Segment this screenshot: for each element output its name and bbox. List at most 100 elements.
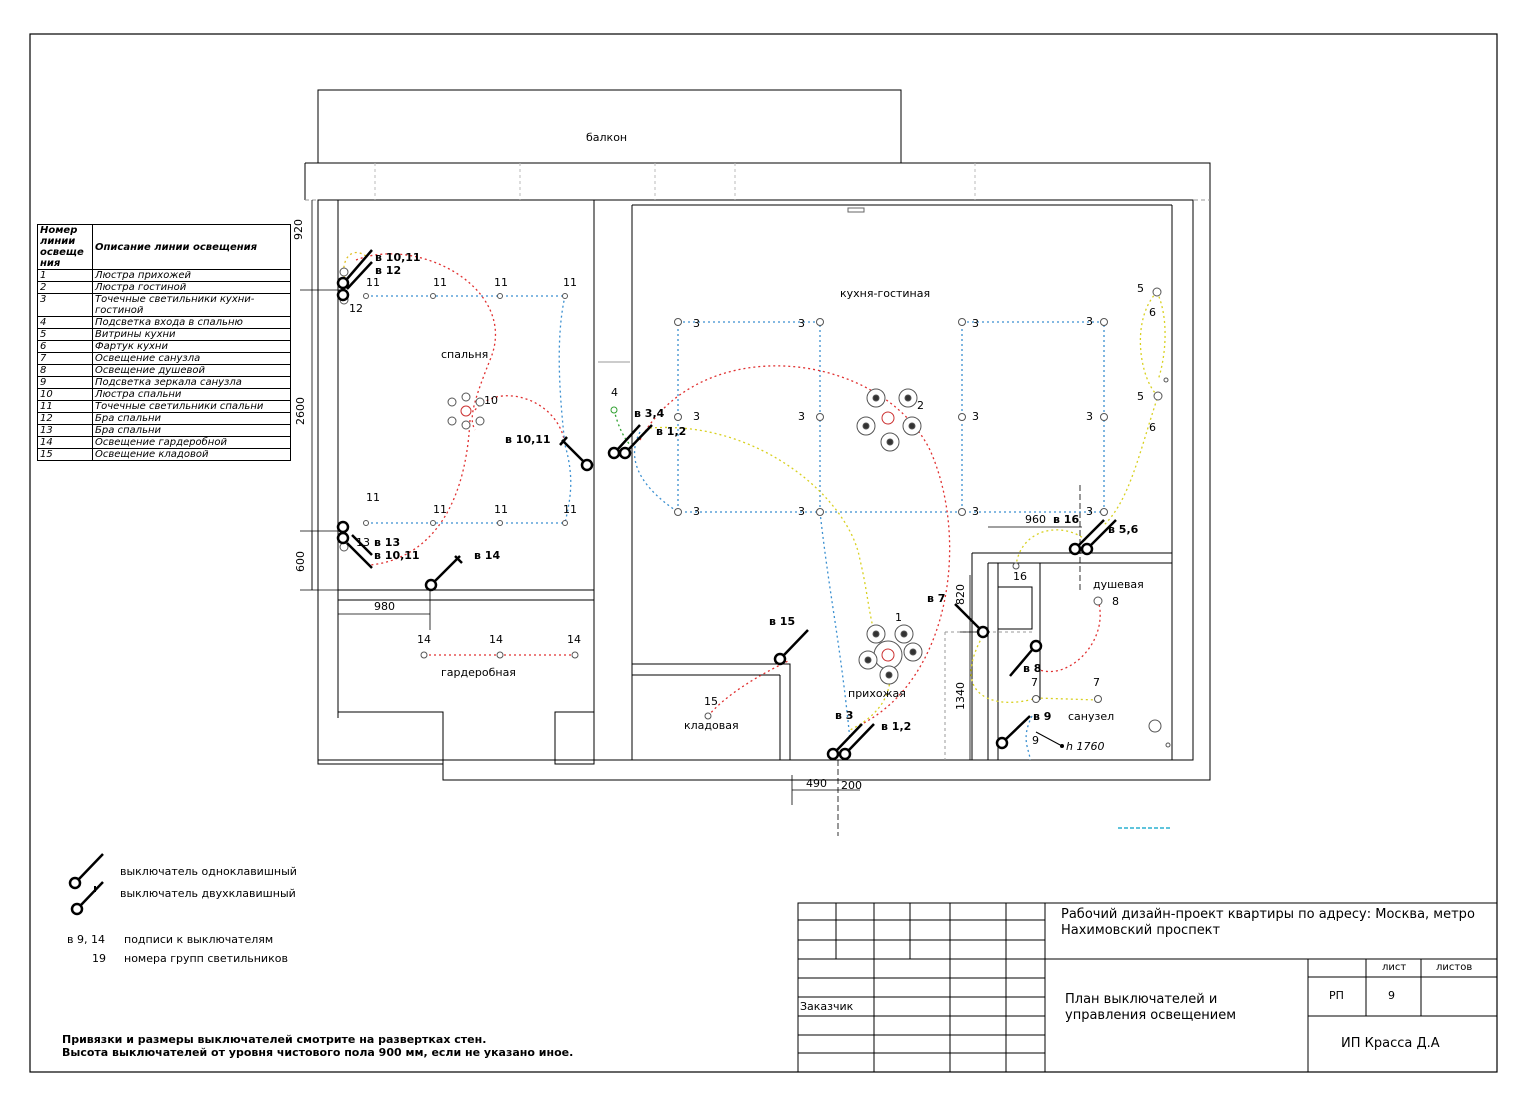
mirror-height-dot <box>1060 744 1064 748</box>
switch-storage-15 <box>773 629 809 666</box>
line-number-cell: 2 <box>37 281 93 294</box>
line-number-cell: 11 <box>37 400 93 413</box>
switch-label-9: в 9 <box>1033 710 1052 723</box>
sheet-title-line-1: План выключателей и <box>1065 992 1218 1007</box>
line-number-cell: 13 <box>37 424 93 437</box>
line-description-cell: Освещение санузла <box>92 352 291 365</box>
table-header-row: Номер линии освеще ния Описание линии ос… <box>37 224 291 270</box>
switch-bedroom-bottom-13 <box>336 520 373 569</box>
author-name: ИП Красса Д.А <box>1341 1036 1440 1051</box>
line-number-cell: 3 <box>37 293 93 317</box>
dimension-980: 980 <box>374 600 395 613</box>
group-number: 15 <box>704 695 718 708</box>
switch-label-5-6: в 5,6 <box>1108 523 1139 536</box>
stage-code: РП <box>1329 989 1344 1002</box>
switch-shower-8 <box>1009 639 1043 677</box>
sheets-header: листов <box>1436 962 1473 973</box>
line-number-cell: 12 <box>37 412 93 425</box>
group-number: 11 <box>563 503 577 516</box>
mirror-height-leader <box>1035 731 1063 747</box>
group-number: 11 <box>366 491 380 504</box>
line-description-cell: Витрины кухни <box>92 328 291 341</box>
legend-group-sample: 19 <box>92 952 106 965</box>
group-number: 11 <box>433 276 447 289</box>
dimension-1340: 1340 <box>954 682 967 710</box>
switch-corridor-3-4 <box>607 424 653 460</box>
switch-label-10-11-mid: в 10,11 <box>505 433 551 446</box>
line-description-cell: Люстра спальни <box>92 388 291 401</box>
line-description-cell: Фартук кухни <box>92 340 291 353</box>
line-number-cell: 15 <box>37 448 93 461</box>
switch-bedroom-top-12 <box>336 288 350 302</box>
group-number: 9 <box>1032 734 1039 747</box>
switch-label-3: в 3 <box>835 709 854 722</box>
room-label-hallway: прихожая <box>848 687 906 700</box>
switch-label-12: в 12 <box>375 264 402 277</box>
room-label-balcony: балкон <box>586 131 628 144</box>
line-description-cell: Подсветка входа в спальню <box>92 316 291 329</box>
dimension-960: 960 <box>1025 513 1046 526</box>
note-line-2: Высота выключателей от уровня чистового … <box>62 1046 574 1059</box>
line-number-cell: 6 <box>37 340 93 353</box>
table-header-number: Номер линии освеще ния <box>37 224 93 270</box>
line-description-cell: Люстра прихожей <box>92 269 291 282</box>
room-label-kitchen-living: кухня-гостиная <box>840 287 931 300</box>
sheet-frame <box>29 33 1498 1073</box>
sheet-number: 9 <box>1388 989 1395 1002</box>
group-number: 11 <box>563 276 577 289</box>
note-line-1: Привязки и размеры выключателей смотрите… <box>62 1033 487 1046</box>
switch-label-14: в 14 <box>474 549 501 562</box>
switch-hallway-3-1-2 <box>826 723 875 761</box>
legend-symbols <box>68 853 104 916</box>
legend-group-desc: номера групп светильников <box>124 952 288 965</box>
group-number: 12 <box>349 302 363 315</box>
group-number: 3 <box>972 317 979 330</box>
project-title-line-2: Нахимовский проспект <box>1061 923 1221 938</box>
customer-label: Заказчик <box>800 1000 854 1013</box>
switch-bathroom-9 <box>995 715 1031 750</box>
group-number: 3 <box>798 317 805 330</box>
dimension-490: 490 <box>806 777 827 790</box>
group-number: 3 <box>693 317 700 330</box>
group-number: 7 <box>1093 676 1100 689</box>
switch-label-10-11-top: в 10,11 <box>375 251 421 264</box>
line-number-cell: 1 <box>37 269 93 282</box>
group-number: 3 <box>1086 410 1093 423</box>
switch-label-16: в 16 <box>1053 513 1080 526</box>
line-description-cell: Подсветка зеркала санузла <box>92 376 291 389</box>
room-label-storage: кладовая <box>684 719 739 732</box>
walls <box>304 162 1211 781</box>
room-label-shower: душевая <box>1093 578 1144 591</box>
legend-double-switch: выключатель двухклавишный <box>120 887 296 900</box>
group-number: 14 <box>567 633 581 646</box>
legend-label-desc: подписи к выключателям <box>124 933 274 946</box>
group-number: 3 <box>693 410 700 423</box>
group-number: 16 <box>1013 570 1027 583</box>
dimension-200: 200 <box>841 779 862 792</box>
group-number: 14 <box>417 633 431 646</box>
line-description-cell: Точечные светильники спальни <box>92 400 291 413</box>
group-number: 3 <box>1086 505 1093 518</box>
switch-label-8: в 8 <box>1023 662 1042 675</box>
line-number-cell: 10 <box>37 388 93 401</box>
line-description-cell: Бра спальни <box>92 424 291 437</box>
line-description-cell: Люстра гостиной <box>92 281 291 294</box>
group-number: 6 <box>1149 421 1156 434</box>
group-number: 14 <box>489 633 503 646</box>
group-number: 3 <box>972 410 979 423</box>
group-number: 1 <box>895 611 902 624</box>
switch-wardrobe-14 <box>424 555 463 592</box>
group-number: 5 <box>1137 282 1144 295</box>
sheet-title-line-2: управления освещением <box>1065 1008 1237 1023</box>
sheet-header: лист <box>1382 962 1407 973</box>
group-number: 3 <box>798 505 805 518</box>
